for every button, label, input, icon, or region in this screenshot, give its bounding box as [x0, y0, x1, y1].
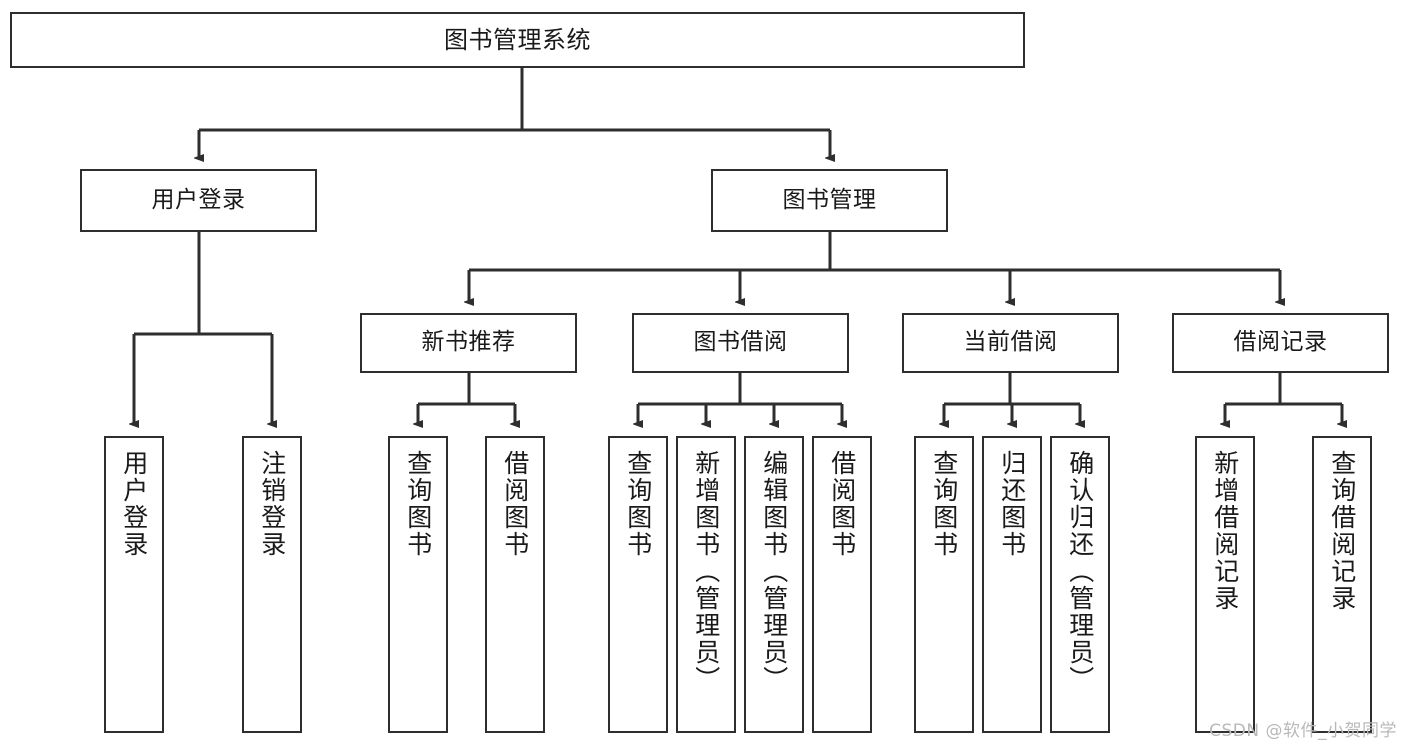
node-root-system[interactable]: 图书管理系统: [10, 12, 1025, 68]
node-label: 编辑图书（管理员）: [759, 450, 789, 693]
leaf-new-book-borrow[interactable]: 借阅图书: [485, 436, 545, 733]
node-label: 查询图书: [403, 450, 433, 558]
node-label: 当前借阅: [963, 329, 1058, 356]
node-label: 归还图书: [997, 450, 1027, 558]
node-current-borrow[interactable]: 当前借阅: [902, 313, 1119, 373]
node-label: 注销登录: [257, 450, 287, 558]
leaf-current-borrow-query[interactable]: 查询图书: [914, 436, 974, 733]
node-book-borrow[interactable]: 图书借阅: [632, 313, 849, 373]
leaf-user-login-logout[interactable]: 注销登录: [242, 436, 302, 733]
node-new-book-recommend[interactable]: 新书推荐: [360, 313, 577, 373]
leaf-borrow-record-add[interactable]: 新增借阅记录: [1195, 436, 1255, 733]
node-label: 用户登录: [151, 186, 246, 213]
leaf-book-borrow-edit[interactable]: 编辑图书（管理员）: [744, 436, 804, 733]
leaf-user-login-login[interactable]: 用户登录: [104, 436, 164, 733]
leaf-book-borrow-borrow[interactable]: 借阅图书: [812, 436, 872, 733]
node-label: 图书管理系统: [444, 25, 591, 54]
node-label: 借阅图书: [500, 450, 530, 558]
node-label: 新增图书（管理员）: [691, 450, 721, 693]
node-book-management[interactable]: 图书管理: [711, 169, 948, 232]
leaf-new-book-query[interactable]: 查询图书: [388, 436, 448, 733]
node-label: 查询图书: [623, 450, 653, 558]
leaf-borrow-record-query[interactable]: 查询借阅记录: [1312, 436, 1372, 733]
leaf-current-borrow-return[interactable]: 归还图书: [982, 436, 1042, 733]
node-label: 确认归还（管理员）: [1065, 450, 1095, 693]
node-label: 图书管理: [782, 186, 877, 213]
node-borrow-record[interactable]: 借阅记录: [1172, 313, 1389, 373]
node-label: 借阅图书: [827, 450, 857, 558]
node-user-login[interactable]: 用户登录: [80, 169, 317, 232]
node-label: 查询借阅记录: [1327, 450, 1357, 612]
leaf-book-borrow-add[interactable]: 新增图书（管理员）: [676, 436, 736, 733]
node-label: 图书借阅: [693, 329, 788, 356]
leaf-book-borrow-query[interactable]: 查询图书: [608, 436, 668, 733]
node-label: 用户登录: [119, 450, 149, 558]
node-label: 查询图书: [929, 450, 959, 558]
node-label: 新书推荐: [421, 329, 516, 356]
leaf-current-borrow-confirm-return[interactable]: 确认归还（管理员）: [1050, 436, 1110, 733]
watermark-text: CSDN @软件_小贺同学: [1209, 721, 1397, 741]
node-label: 新增借阅记录: [1210, 450, 1240, 612]
node-label: 借阅记录: [1233, 329, 1328, 356]
